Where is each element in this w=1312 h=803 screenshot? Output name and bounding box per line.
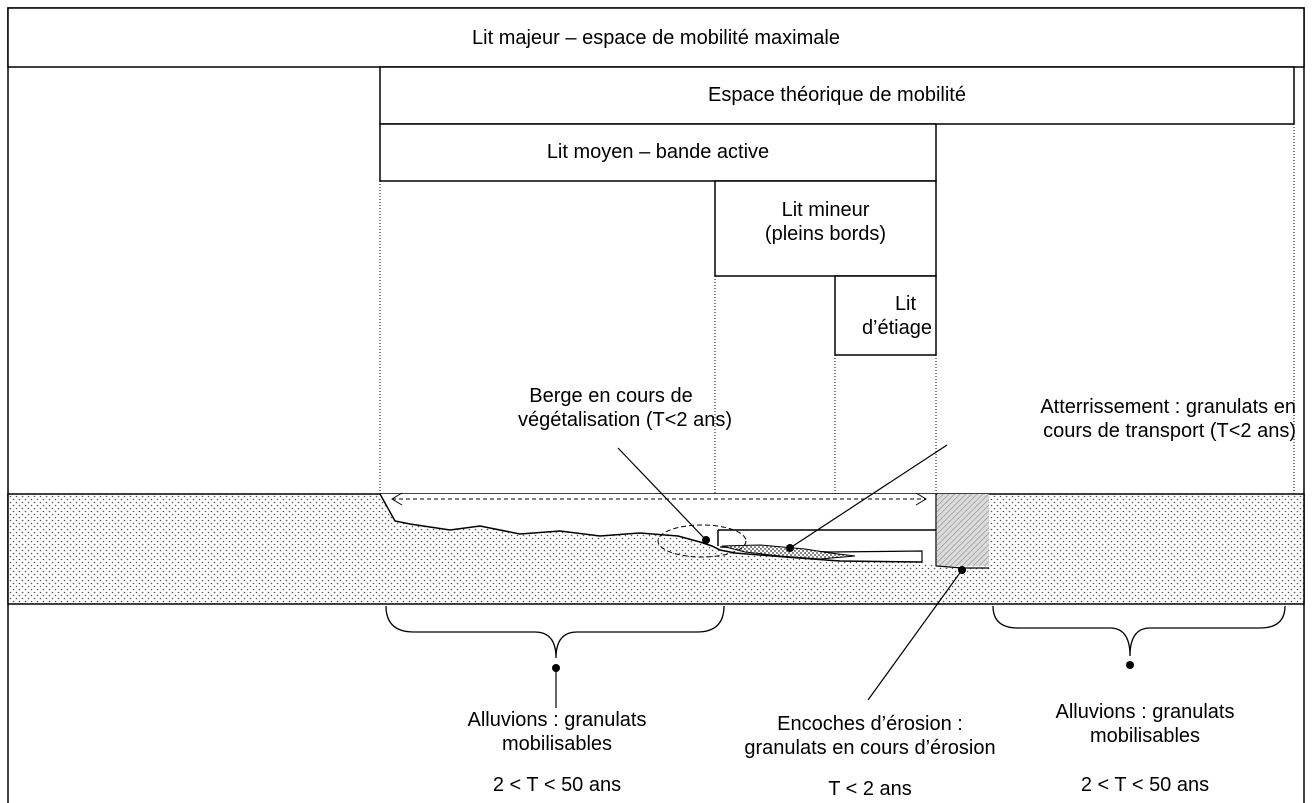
encoches-line2: granulats en cours d’érosion — [744, 737, 996, 759]
berge-line1: Berge en cours de — [529, 385, 693, 407]
encoches-line1: Encoches d’érosion : — [777, 713, 963, 735]
active-band-arrow — [391, 492, 927, 506]
espace-theorique-box — [379, 66, 1295, 125]
alluvions-right-line2: mobilisables — [1089, 725, 1201, 747]
erosion-notch — [937, 494, 989, 566]
right-brace — [992, 605, 1286, 657]
lit-majeur-label: Lit majeur – espace de mobilité maximale — [472, 27, 840, 49]
lit-mineur-label: Lit mineur (pleins bords) — [715, 198, 936, 246]
alluvions-right-label: Alluvions : granulats mobilisables — [1000, 700, 1290, 748]
leader-dots — [552, 536, 1134, 672]
erosion-notch-edge — [935, 494, 989, 569]
berge-label: Berge en cours de végétalisation (T<2 an… — [475, 384, 775, 432]
lit-etiage-label: Lit d’étiage — [835, 292, 936, 340]
lit-mineur-line2: (pleins bords) — [764, 223, 887, 245]
lit-mineur-line1: Lit mineur — [781, 199, 870, 221]
atterrissement-label: Atterrissement : granulats en cours de t… — [936, 395, 1296, 443]
lit-etiage-line1: Lit — [894, 293, 917, 315]
encoches-period: T < 2 ans — [828, 778, 912, 800]
encoches-label: Encoches d’érosion : granulats en cours … — [700, 712, 1040, 760]
riverbed-profile — [379, 493, 923, 563]
alluvions-left-line2: mobilisables — [501, 733, 613, 755]
alluvions-left-label: Alluvions : granulats mobilisables — [407, 708, 707, 756]
lit-moyen-label: Lit moyen – bande active — [546, 141, 770, 163]
lit-moyen-box — [379, 123, 937, 182]
atterrissement-line2: cours de transport (T<2 ans) — [1043, 420, 1296, 442]
alluvions-right-line1: Alluvions : granulats — [1055, 701, 1235, 723]
atterrissement-line1: Atterrissement : granulats en — [1040, 396, 1296, 418]
lit-etiage-line2: d’étiage — [861, 317, 932, 339]
alluvions-left-line1: Alluvions : granulats — [467, 709, 647, 731]
espace-theorique-label: Espace théorique de mobilité — [708, 84, 966, 106]
gravel-bar — [721, 544, 856, 560]
berge-line2: végétalisation (T<2 ans) — [517, 409, 732, 431]
berge-ellipse — [657, 524, 747, 558]
lit-mineur-box — [714, 180, 937, 277]
lit-etiage-box — [834, 275, 937, 356]
left-brace — [385, 605, 725, 659]
alluvions-left-period: 2 < T < 50 ans — [492, 774, 622, 796]
guide-lines — [379, 124, 1295, 552]
leader-lines — [555, 444, 963, 708]
alluvions-right-period: 2 < T < 50 ans — [1080, 774, 1210, 796]
